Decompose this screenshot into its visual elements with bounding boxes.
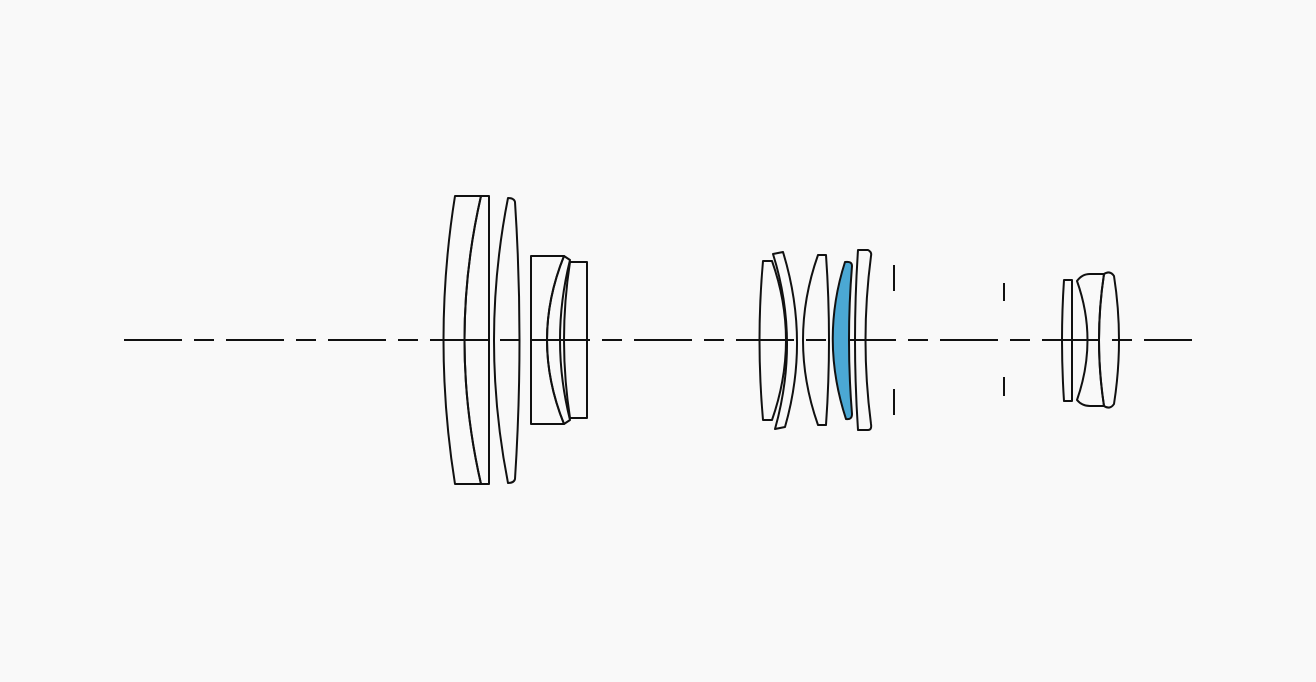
lens-element-6 [563, 261, 588, 419]
lens-element-12 [1061, 279, 1073, 402]
lens-element-8 [772, 251, 798, 430]
middle-lens-group [758, 249, 873, 431]
rear-lens-group [1061, 271, 1120, 409]
lens-element-5 [546, 255, 571, 425]
lens-element-10-highlighted [831, 260, 853, 421]
lens-element-2 [463, 195, 490, 485]
lens-element-7 [758, 260, 787, 421]
lens-element-14 [1098, 271, 1120, 409]
lens-element-9 [802, 254, 830, 426]
lens-element-3 [493, 197, 521, 484]
lens-element-11 [854, 249, 873, 431]
front-lens-group [442, 195, 588, 485]
